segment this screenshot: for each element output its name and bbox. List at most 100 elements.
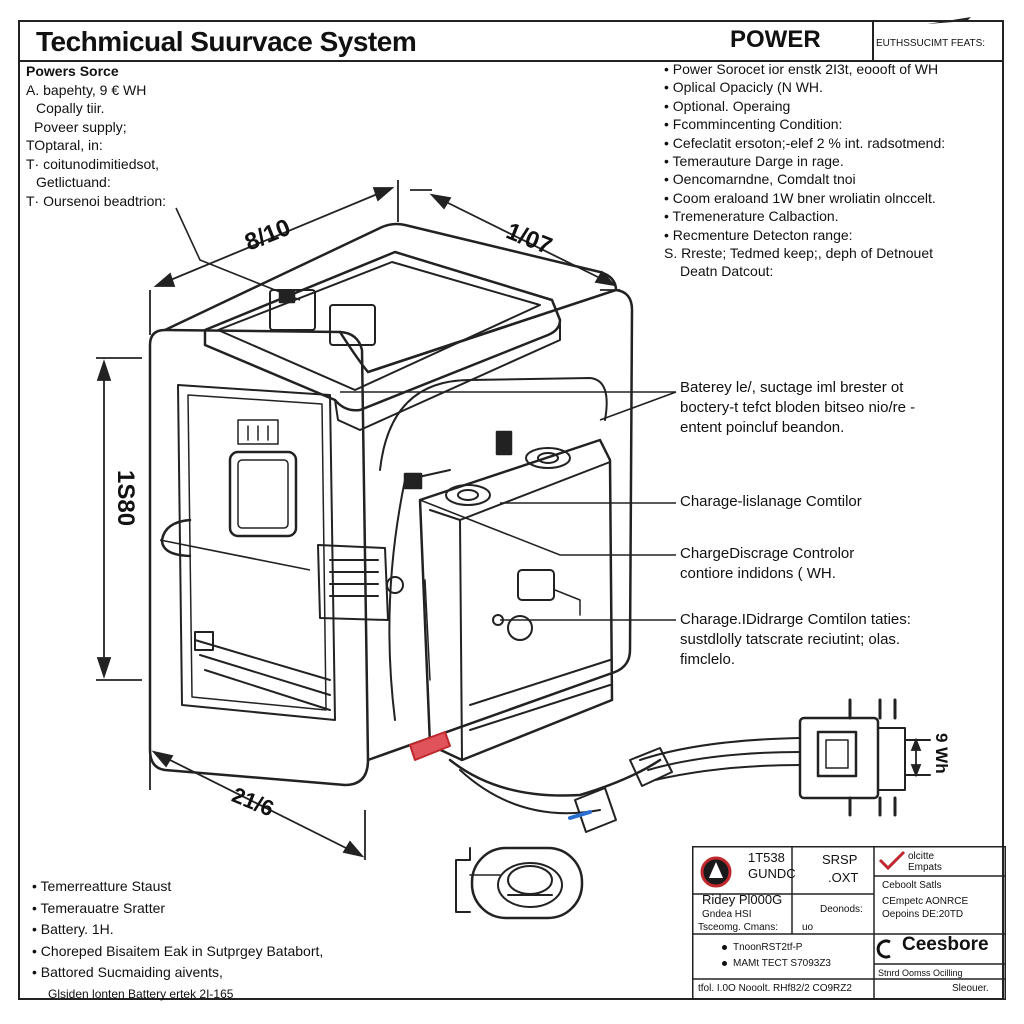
dimension-label-bottom: 21/6 xyxy=(228,782,277,821)
tb-right-1: olcitte xyxy=(908,851,935,862)
bullet-dot xyxy=(722,960,727,966)
page-title: Techmicual Suurvace System xyxy=(36,26,417,57)
callout-line: contiore indidons ( WH. xyxy=(680,565,836,582)
callout-line: boctery-t tefct bloden bitseo nio/re - xyxy=(680,399,916,416)
title-block-grid xyxy=(692,846,1006,1000)
tb-mid-2: .OXT xyxy=(828,870,859,885)
terminal-right xyxy=(525,447,571,469)
callout-line: fimclelo. xyxy=(680,651,736,668)
indicator-block-1 xyxy=(495,430,513,456)
housing-right-face xyxy=(366,288,634,762)
callout-line: sustdlolly tatscrate reciutint; olas. xyxy=(680,631,901,648)
spec-item: • Optional. Operaing xyxy=(664,97,791,114)
bullet-dot xyxy=(722,944,727,950)
sensor-dome xyxy=(497,862,563,908)
drawing-frame xyxy=(18,20,1004,1000)
callout-line: entent poincluf beandon. xyxy=(680,419,845,436)
tb-ridey: Ridey Pl000G xyxy=(702,892,783,907)
header-badge: EUTHSSUCIMT FEATS: xyxy=(876,38,986,49)
spec-list: • Power Sorocet ior enstk 2I3t, eoooft o… xyxy=(664,60,945,281)
spec-item: • Oencomarndne, Comdalt tnoi xyxy=(664,171,856,188)
tb-tsceomg: Tsceomg. Cmans: xyxy=(698,922,779,933)
bottom-notes: • Temerreatture Staust • Temerauatre Sra… xyxy=(32,876,323,1005)
dimension-line-bottom xyxy=(153,751,363,857)
spec-item: • Oplical Opacicly (N WH. xyxy=(664,79,823,96)
tb-gndea: Gndea HSI xyxy=(702,909,752,920)
tb-uo: uo xyxy=(802,922,814,933)
strain-relief xyxy=(629,747,673,787)
header-separator xyxy=(872,20,874,60)
spec-item: S. Rreste; Tedmed keep;, deph of Detnoue… xyxy=(664,245,934,262)
bottom-note: • Temerauatre Sratter xyxy=(32,899,166,916)
tb-footer-left: tfol. I.0O Nooolt. RHf82/2 CO9RZ2 xyxy=(698,983,852,994)
dimension-label-plug: 9 Wh xyxy=(932,733,951,774)
tb-standard: Stnrd Oomss Ocilling xyxy=(878,968,963,978)
leader-line-handle xyxy=(159,539,311,571)
brand-logo-icon xyxy=(876,939,891,959)
spec-item: • Cefeclatit ersoton;-elef 2 % int. rads… xyxy=(664,134,946,151)
bottom-note: • Temerreatture Staust xyxy=(32,878,172,894)
spec-item: • Recmenture Detecton range: xyxy=(664,226,853,243)
bottom-note: • Choreped Bisaitem Eak in Sutprgey Bata… xyxy=(32,942,324,959)
dimension-label-left: 1S80 xyxy=(112,470,139,526)
left-note-line: Copally tiir. xyxy=(36,100,105,116)
battery-module xyxy=(418,438,614,762)
callout-charge-discharge-1: Charage-lislanage Comtilor xyxy=(680,492,862,512)
callout-line: Baterey le/, suctage iml brester ot xyxy=(680,379,904,396)
spec-item: Deatn Datcout: xyxy=(680,263,774,280)
tb-right-2: Empats xyxy=(908,862,942,873)
left-note-line: Getlictuand: xyxy=(36,174,111,190)
tb-deonods: Deonods: xyxy=(820,904,863,915)
spec-item: • Fcommincenting Condition: xyxy=(664,116,843,133)
plug-connector xyxy=(798,716,880,800)
tb-number: 1T538 xyxy=(748,850,785,865)
display-window xyxy=(228,450,298,538)
front-panel xyxy=(177,384,336,721)
left-note-line: TOptaral, in: xyxy=(26,137,103,153)
bottom-note: • Battored Sucmaiding aivents, xyxy=(32,964,223,980)
spec-item: • Temerauture Darge in rage. xyxy=(664,153,844,170)
dimension-line-top-right xyxy=(431,194,615,286)
spec-item: • Coom eraloand 1W bner wroliatin olncce… xyxy=(664,189,936,206)
tb-cempetc: CEmpetc AONRCE xyxy=(882,896,969,907)
tb-bullet-2-text: MAMt TECT S7093Z3 xyxy=(733,958,831,969)
spec-item: • Power Sorocet ior enstk 2I3t, eoooft o… xyxy=(664,61,939,77)
terminal-left xyxy=(445,484,491,506)
tb-code: GUNDC xyxy=(748,866,796,881)
tb-mid-1: SRSP xyxy=(822,852,858,867)
left-notes-heading: Powers Sorce xyxy=(26,63,119,79)
bottom-note: • Battery. 1H. xyxy=(32,921,114,937)
brand-name: Ceesbore xyxy=(902,934,989,955)
dimension-label-top-left: 8/10 xyxy=(241,214,294,257)
sensor-detail-frame xyxy=(455,847,471,913)
callout-line: ChargeDiscrage Controlor xyxy=(680,545,855,562)
tb-bullet-1: TnoonRST2tf-P xyxy=(722,942,802,954)
tb-ceboolt: Ceboolt Satls xyxy=(882,880,942,891)
left-note-line: T· Oursenoi beadtrion: xyxy=(26,192,167,209)
left-notes: Powers Sorce A. bapehty, 9 € WH Copally … xyxy=(26,62,166,210)
housing-top-face xyxy=(163,222,618,374)
callout-line: Charage.IDidrarge Comtilon taties: xyxy=(680,611,911,628)
inner-sensor xyxy=(517,569,555,601)
callout-charge-discharge-2: ChargeDiscrage Controlor contiore indido… xyxy=(680,544,854,584)
title-block: 1T538 GUNDC SRSP .OXT olcitte Empats Rid… xyxy=(692,846,1006,1000)
tb-bullet-1-text: TnoonRST2tf-P xyxy=(733,942,803,953)
spec-item: • Tremenerature Calbaction. xyxy=(664,208,839,225)
power-cable xyxy=(448,758,662,797)
leader-line-left-notes xyxy=(175,207,301,301)
power-label: POWER xyxy=(730,26,821,53)
side-handle xyxy=(160,518,192,558)
left-note-line: A. bapehty, 9 € WH xyxy=(26,81,147,98)
indicator-block-2 xyxy=(403,472,423,490)
header-divider xyxy=(18,60,1004,62)
bottom-note: Glsiden lonten Battery ertek 2I-165 xyxy=(48,986,234,1001)
callout-line: Charage-lislanage Comtilor xyxy=(680,493,862,510)
check-mark-icon xyxy=(878,850,906,871)
red-clip xyxy=(409,731,451,761)
dimension-line-top-left xyxy=(155,187,393,287)
tb-footer-right: Sleouer. xyxy=(952,983,989,994)
leader-line-charge-2 xyxy=(419,499,676,556)
left-note-line: T· coitunodimitiedsot, xyxy=(26,155,160,172)
hinge-clamp xyxy=(317,544,389,621)
